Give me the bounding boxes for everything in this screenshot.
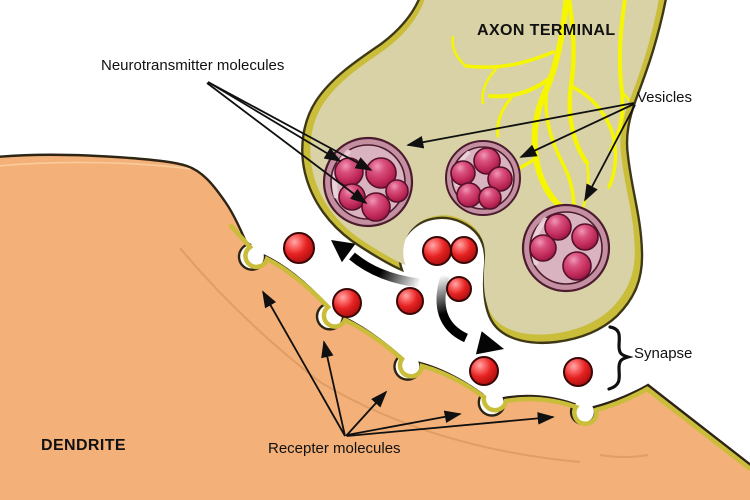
synapse-brace (607, 325, 634, 391)
dendrite-texture-line (179, 247, 581, 463)
vesicle-2-molecule (456, 182, 482, 208)
neurotransmitter-sphere (283, 232, 315, 264)
dendrite-body (0, 153, 750, 500)
vesicle-1-molecule (365, 157, 397, 189)
neurotransmitter-pointer-arrows (206, 81, 373, 205)
neurotransmitter-sphere (396, 287, 424, 315)
label-neurotransmitter-molecules: Neurotransmitter molecules (101, 57, 285, 74)
label-synapse: Synapse (634, 345, 693, 362)
neurotransmitter-sphere (422, 236, 452, 266)
vesicle-2 (445, 140, 521, 216)
vesicle-1-molecule (361, 192, 391, 222)
vesicle-1-molecule (385, 179, 409, 203)
vesicle-2-molecule (473, 147, 501, 175)
vesicle-pointer-arrows (406, 102, 636, 202)
release-arrow-right (436, 274, 504, 355)
neurotransmitter-sphere (332, 288, 362, 318)
neurotransmitter-sphere (446, 276, 472, 302)
vesicle-2-molecule (478, 186, 502, 210)
release-arrow-left (331, 240, 420, 288)
vesicle-2-molecule (450, 160, 476, 186)
label-axon-terminal: AXON TERMINAL (477, 22, 616, 39)
dendrite-texture-dash (599, 454, 649, 458)
vesicle-3-molecule (544, 213, 572, 241)
neurotransmitter-sphere (563, 357, 593, 387)
neurotransmitter-sphere (450, 236, 478, 264)
released-neurotransmitter-molecules (283, 232, 593, 387)
dendrite-membrane-with-receptor-sites (228, 223, 750, 471)
neurotransmitter-sphere (469, 356, 499, 386)
dendrite-edge-highlight (0, 161, 191, 170)
vesicle-3 (521, 203, 611, 293)
vesicle-2-molecule (487, 166, 513, 192)
label-vesicles: Vesicles (637, 89, 693, 106)
label-dendrite: DENDRITE (41, 437, 126, 454)
vesicle-1-molecule (338, 183, 366, 211)
vesicle-3-molecule (529, 234, 557, 262)
receptor-pointer-arrows (262, 290, 555, 437)
vesicle-3-molecule (571, 223, 599, 251)
vesicle-3-molecule (562, 251, 592, 281)
label-receptor-molecules: Recepter molecules (268, 440, 401, 457)
